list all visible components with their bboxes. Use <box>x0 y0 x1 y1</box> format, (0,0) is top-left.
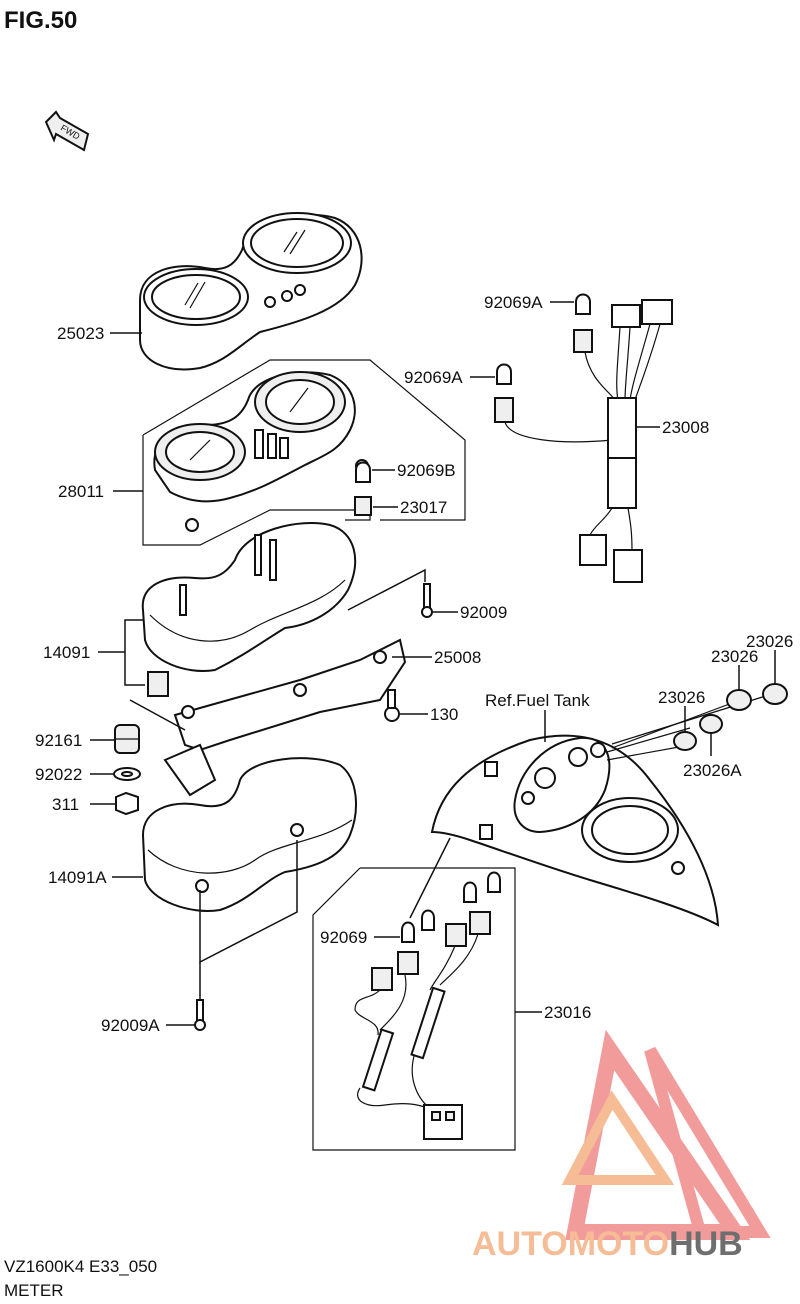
label-92009: 92009 <box>460 603 507 622</box>
label-23017: 23017 <box>400 498 447 517</box>
socket-23017 <box>354 496 372 516</box>
nut-311 <box>115 791 139 816</box>
bracket-28011-outline <box>142 435 371 546</box>
label-28011: 28011 <box>58 482 104 501</box>
label-92009A: 92009A <box>101 1016 160 1035</box>
plug-23026-b <box>762 683 788 705</box>
label-23016: 23016 <box>544 1003 591 1022</box>
fuel-tank-console <box>430 693 773 927</box>
label-25023: 25023 <box>57 324 104 343</box>
label-92069A-2: 92069A <box>404 368 463 387</box>
figure-name: METER <box>4 1281 64 1300</box>
automotohub-logo: AUTOMOTOHUB <box>472 1029 771 1263</box>
svg-text:AUTOMOTOHUB: AUTOMOTOHUB <box>472 1225 743 1263</box>
logo-text-hub: HUB <box>669 1225 743 1263</box>
plug-23026-a <box>726 689 752 711</box>
label-92022: 92022 <box>35 765 82 784</box>
label-23026-2: 23026 <box>711 647 758 666</box>
meter-lower-cover <box>141 757 357 912</box>
bulb-92069B <box>355 461 371 483</box>
bracket-28011-outline-top <box>142 359 466 521</box>
harness-23008 <box>494 293 673 583</box>
label-130: 130 <box>430 705 458 724</box>
label-14091A: 14091A <box>48 868 107 887</box>
label-23008: 23008 <box>662 418 709 437</box>
meter-case-lower <box>141 522 357 697</box>
logo-text-automoto: AUTOMOTO <box>472 1225 669 1263</box>
figure-code: VZ1600K4 E33_050 <box>4 1257 157 1276</box>
screw-92009A <box>194 999 206 1031</box>
fwd-arrow-icon: FWD <box>44 110 90 152</box>
harness-23016-box <box>312 867 516 1151</box>
meter-top-cover <box>139 212 363 371</box>
figure-title: FIG.50 <box>4 7 77 34</box>
label-92069B: 92069B <box>397 461 456 480</box>
label-92069: 92069 <box>320 928 367 947</box>
label-ref-fuel-tank: Ref.Fuel Tank <box>485 691 590 710</box>
label-14091: 14091 <box>43 643 90 662</box>
label-25008: 25008 <box>434 648 481 667</box>
label-23026A: 23026A <box>683 761 742 780</box>
grommet-92161 <box>114 724 140 754</box>
label-92161: 92161 <box>35 731 82 750</box>
label-23026-1: 23026 <box>746 632 793 651</box>
harness-23016 <box>354 871 501 1140</box>
label-311: 311 <box>52 795 79 814</box>
label-23026-3: 23026 <box>658 688 705 707</box>
plug-23026-c <box>673 731 697 751</box>
meter-panel-board <box>153 371 369 532</box>
bolt-130 <box>384 689 400 722</box>
washer-92022 <box>113 767 141 781</box>
meter-bracket <box>163 638 407 797</box>
screw-92009 <box>421 583 433 618</box>
label-92069A-1: 92069A <box>484 293 543 312</box>
plug-23026A <box>699 714 723 734</box>
